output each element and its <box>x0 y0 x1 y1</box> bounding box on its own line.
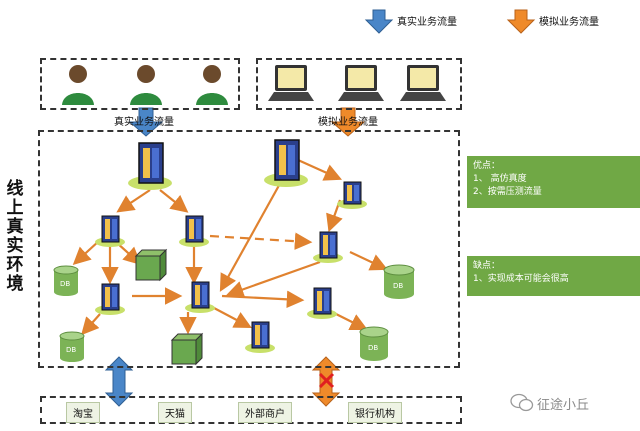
cons-title: 缺点： <box>473 261 501 271</box>
business-bank: 银行机构 <box>348 402 402 423</box>
db-label: DB <box>60 280 71 288</box>
watermark-text: 征途小丘 <box>537 398 590 413</box>
db-label: DB <box>393 282 404 290</box>
pros-title: 优点： <box>473 161 501 171</box>
legend-real-label: 真实业务流量 <box>397 17 457 28</box>
legend-sim-arrow-icon <box>506 9 536 34</box>
real-traffic-arrow-icon <box>128 107 164 137</box>
real-traffic-label: 真实业务流量 <box>114 117 174 128</box>
pros-item: 1、 高仿真度 <box>473 174 527 184</box>
user-icon <box>62 65 94 105</box>
pros-item: 2、按需压测流量 <box>473 187 542 197</box>
pros-panel: 优点： 1、 高仿真度 2、按需压测流量 <box>467 156 640 208</box>
users-icons <box>62 65 228 105</box>
legend-sim-label: 模拟业务流量 <box>539 17 599 28</box>
red-x-icon <box>318 372 335 389</box>
laptop-icon <box>400 65 446 101</box>
user-icon <box>196 65 228 105</box>
users-group <box>40 58 240 110</box>
online-environment-box <box>38 130 460 368</box>
real-double-arrow-icon <box>104 356 134 407</box>
db-label: DB <box>66 346 77 354</box>
cons-panel: 缺点： 1、实现成本可能会很高 <box>467 256 640 296</box>
legend-real-arrow-icon <box>364 9 394 34</box>
user-icon <box>130 65 162 105</box>
business-external-merchant: 外部商户 <box>238 402 292 423</box>
laptop-icon <box>268 65 314 101</box>
business-taobao: 淘宝 <box>66 402 100 423</box>
sim-traffic-label: 模拟业务流量 <box>318 117 378 128</box>
sim-traffic-arrow-icon <box>330 107 366 137</box>
laptop-icons <box>268 65 446 101</box>
businesses-box <box>40 396 462 424</box>
db-label: DB <box>368 344 379 352</box>
side-title: 线 上 真 实 环 境 <box>6 179 24 294</box>
laptop-icon <box>338 65 384 101</box>
business-tmall: 天猫 <box>158 402 192 423</box>
wechat-icon <box>510 393 534 412</box>
laptops-group <box>256 58 462 110</box>
cons-item: 1、实现成本可能会很高 <box>473 274 569 284</box>
